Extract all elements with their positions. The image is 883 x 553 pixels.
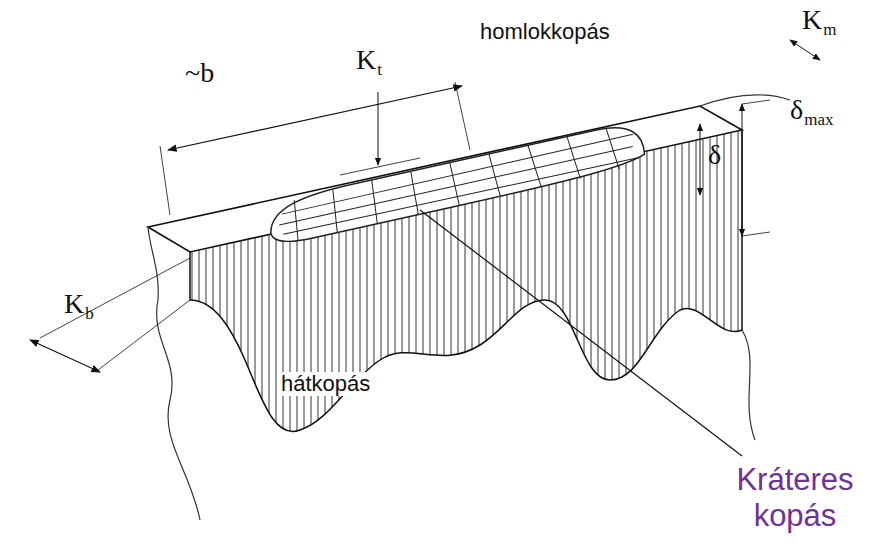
crater-label: Kráteres kopás bbox=[720, 462, 870, 533]
dimension-label: ~b bbox=[185, 58, 214, 89]
wear-symbol: Km bbox=[802, 20, 836, 40]
dimension-label: δmax bbox=[790, 110, 833, 130]
wear-symbol: Kt bbox=[356, 60, 382, 80]
wear-label: hátkopás bbox=[278, 372, 373, 396]
dimension-label: δ bbox=[708, 140, 721, 171]
wear-symbol: Kb bbox=[64, 304, 94, 324]
wear-label: homlokkopás bbox=[480, 20, 610, 44]
